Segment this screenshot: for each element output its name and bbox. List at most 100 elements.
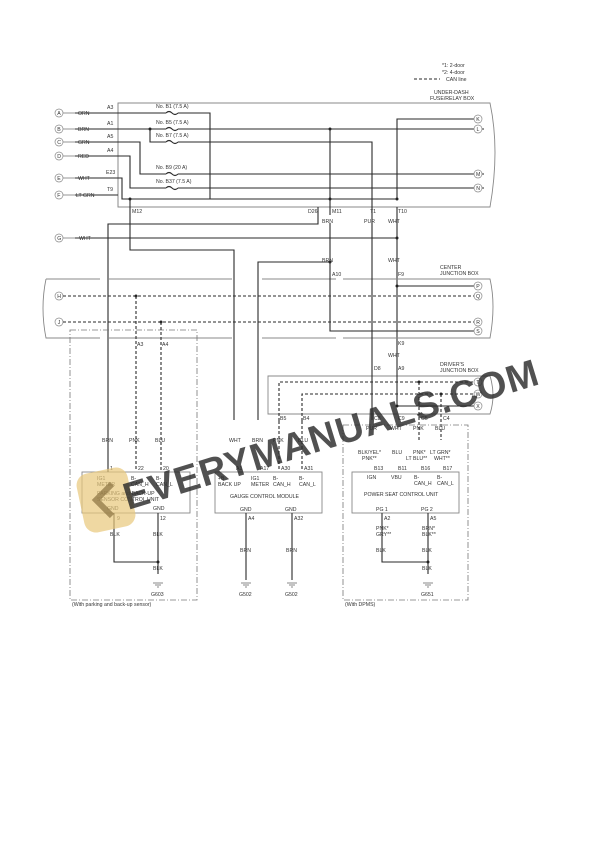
svg-text:C9: C9: [398, 416, 405, 422]
svg-text:F9: F9: [398, 272, 404, 278]
svg-text:D: D: [57, 154, 61, 160]
legend-note-2: *2: 4-door: [442, 70, 465, 76]
svg-text:A1: A1: [107, 121, 113, 127]
svg-text:12: 12: [160, 516, 166, 522]
drivers-junction-box: DRIVER'S JUNCTION BOX D8 A9 T W X B5 B4 …: [267, 215, 494, 440]
terminal-g: G WHT: [54, 233, 92, 243]
svg-text:C8: C8: [374, 416, 381, 422]
svg-text:WHT: WHT: [390, 426, 403, 432]
svg-text:WHT: WHT: [388, 353, 401, 359]
svg-text:E23: E23: [106, 170, 115, 176]
svg-text:L: L: [477, 127, 480, 133]
terminal-h: H: [54, 291, 64, 301]
svg-text:P: P: [476, 284, 480, 290]
svg-text:GND: GND: [240, 507, 252, 513]
svg-text:M: M: [476, 172, 480, 178]
svg-text:BLU: BLU: [298, 438, 308, 444]
legend-note-1: *1: 2-door: [442, 63, 465, 69]
svg-text:20: 20: [163, 466, 169, 472]
svg-text:K: K: [476, 117, 480, 123]
svg-text:BRN*: BRN*: [422, 526, 435, 532]
svg-text:PUR: PUR: [364, 219, 375, 225]
fuse-b37-icon: [165, 185, 179, 191]
svg-text:WHT: WHT: [79, 236, 92, 242]
input-terminals: A ORN A3 B BRN A1 C GRN A5 D RED A4 E WH…: [54, 105, 115, 327]
svg-text:LT BLU**: LT BLU**: [406, 456, 427, 462]
svg-text:PNK: PNK: [413, 426, 424, 432]
svg-text:GAUGE CONTROL MODULE: GAUGE CONTROL MODULE: [230, 494, 300, 500]
svg-text:VBU: VBU: [391, 475, 402, 481]
underdash-box-outline: [117, 102, 496, 208]
svg-text:22: 22: [138, 466, 144, 472]
center-junction-box: CENTER JUNCTION BOX A10 F9 P Q R S K9 WH…: [42, 262, 494, 359]
svg-text:B-: B-: [414, 475, 419, 481]
fuse-b5-icon: [165, 126, 179, 132]
svg-text:G: G: [57, 236, 61, 242]
terminal-b: B BRN A1: [54, 121, 113, 134]
svg-text:BLK: BLK: [422, 548, 432, 554]
svg-text:B16: B16: [421, 466, 430, 472]
svg-text:C5: C5: [421, 416, 428, 422]
svg-text:CAN_H: CAN_H: [414, 481, 432, 487]
svg-text:G502: G502: [285, 592, 298, 598]
svg-text:PNK*: PNK*: [376, 526, 389, 532]
svg-text:A4: A4: [162, 342, 168, 348]
svg-text:A5: A5: [430, 516, 436, 522]
svg-text:A4: A4: [107, 148, 113, 154]
underdash-right-terminals: K L M N: [473, 114, 483, 193]
svg-text:B-: B-: [437, 475, 442, 481]
svg-text:A2: A2: [384, 516, 390, 522]
svg-text:POWER SEAT CONTROL UNIT: POWER SEAT CONTROL UNIT: [364, 492, 439, 498]
svg-text:F: F: [57, 193, 60, 199]
svg-text:T9: T9: [107, 187, 113, 193]
svg-text:BRN: BRN: [322, 258, 333, 264]
svg-text:A4: A4: [248, 516, 254, 522]
svg-text:BRN: BRN: [252, 438, 263, 444]
svg-text:BRN: BRN: [286, 548, 297, 554]
terminal-c: C GRN A5: [54, 134, 113, 147]
svg-text:GND: GND: [153, 506, 165, 512]
ground-icon: [423, 582, 433, 588]
svg-text:ORN: ORN: [78, 111, 90, 117]
svg-text:BLU: BLU: [392, 450, 402, 456]
svg-text:IG1: IG1: [251, 476, 259, 482]
svg-text:M12: M12: [132, 209, 142, 215]
svg-text:T10: T10: [398, 209, 407, 215]
watermark: EVERYMANUALS.COM: [76, 352, 544, 533]
svg-text:BLK: BLK: [376, 548, 386, 554]
ground-icon: [287, 582, 297, 588]
svg-text:BLK: BLK: [422, 566, 432, 572]
svg-text:B17: B17: [443, 466, 452, 472]
svg-text:WHT: WHT: [229, 438, 242, 444]
svg-text:H: H: [57, 294, 61, 300]
svg-text:PUR: PUR: [366, 426, 377, 432]
terminal-e: E WHT E23: [54, 170, 115, 183]
svg-text:A32: A32: [294, 516, 303, 522]
svg-text:IGN: IGN: [367, 475, 376, 481]
parking-sensor-section: A3 A4 BRN PNK BLU 1 22 20 IG1 METER B- C…: [69, 296, 198, 608]
svg-text:BLK/YEL*: BLK/YEL*: [358, 450, 381, 456]
terminal-j: J: [54, 317, 64, 327]
gauge-control-module-section: WHT BRN PNK BLU A1 A17 A30 A31 +B BACK U…: [214, 421, 323, 598]
svg-text:BRN: BRN: [78, 127, 89, 133]
svg-text:D26: D26: [308, 209, 318, 215]
svg-text:A5: A5: [107, 134, 113, 140]
svg-text:B: B: [57, 127, 61, 133]
svg-text:+B: +B: [218, 476, 225, 482]
underdash-pin-labels: M12 D26 M11 T1 T10 BRN PUR WHT: [132, 209, 407, 225]
svg-text:CAN_L: CAN_L: [299, 482, 316, 488]
svg-text:RED: RED: [78, 154, 89, 160]
svg-text:CAN_H: CAN_H: [131, 482, 149, 488]
svg-text:A30: A30: [281, 466, 290, 472]
svg-text:T: T: [476, 380, 480, 386]
svg-text:BACK UP: BACK UP: [218, 482, 241, 488]
power-seat-control-unit: [351, 471, 460, 514]
fuse-b37-label: No. B37 (7.5 A): [156, 179, 192, 185]
svg-text:Q: Q: [476, 294, 480, 300]
svg-text:BLU: BLU: [435, 426, 445, 432]
svg-text:PNK*: PNK*: [413, 450, 426, 456]
fuses: No. B1 (7.5 A) No. B5 (7.5 A) No. B7 (7.…: [156, 104, 192, 191]
svg-text:DRIVER'S: DRIVER'S: [440, 362, 465, 368]
ground-icon: [153, 582, 163, 588]
